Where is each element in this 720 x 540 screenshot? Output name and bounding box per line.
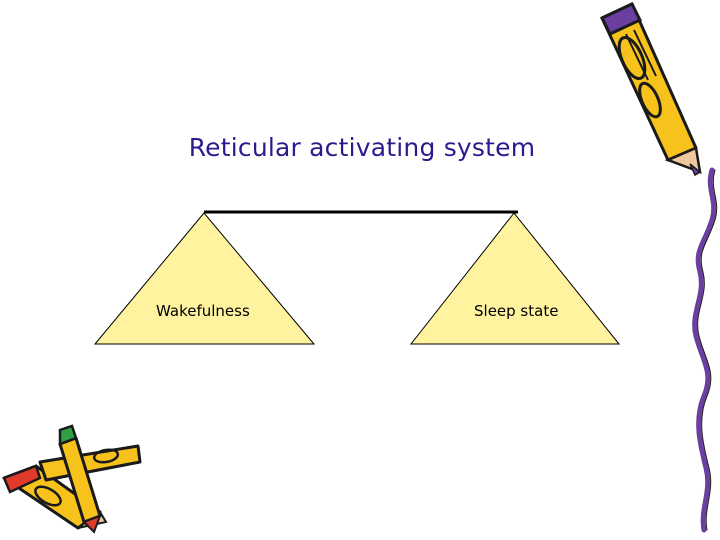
left-triangle — [93, 212, 316, 345]
right-triangle — [409, 212, 621, 345]
crossed-pencils-icon — [2, 424, 142, 534]
left-triangle-label: Wakefulness — [156, 302, 250, 320]
pencil-icon — [599, 2, 702, 177]
squiggle-line — [692, 167, 717, 533]
right-triangle-label: Sleep state — [474, 302, 559, 320]
diagram-title: Reticular activating system — [188, 133, 536, 162]
